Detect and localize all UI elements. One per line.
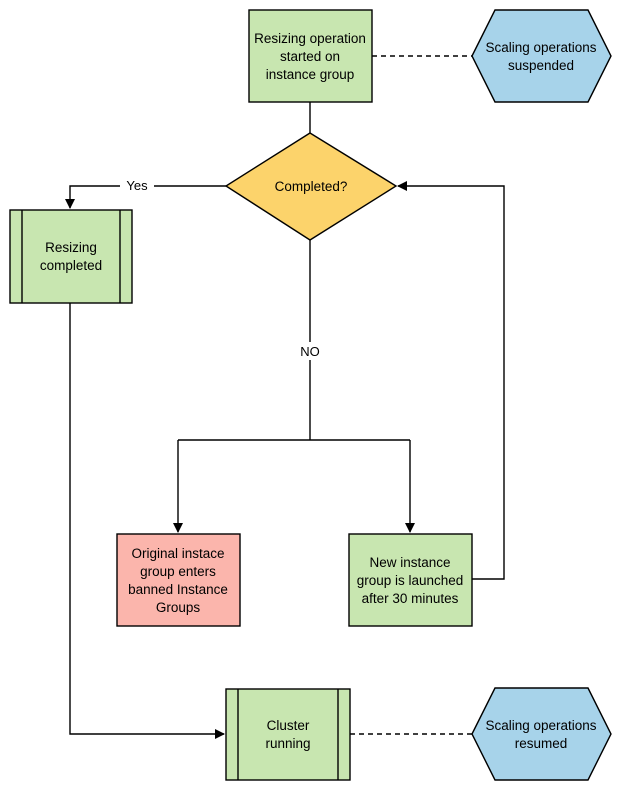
edge-label-no: NO (300, 344, 320, 359)
connectors (65, 55, 505, 739)
label-line: Cluster (267, 718, 310, 733)
label-line: completed (40, 258, 102, 273)
node-resizing-completed-label: Resizing completed (40, 240, 102, 273)
edge-yes-to-completed (65, 185, 226, 209)
label-line: banned Instance (128, 582, 228, 597)
node-scaling-resumed: Scaling operations resumed (471, 687, 612, 781)
label-line: Scaling operations (485, 40, 596, 55)
label-line: suspended (508, 58, 574, 73)
node-cluster-running: Cluster running (225, 688, 351, 781)
node-new-group-label: New instance group is launched after 30 mi… (357, 555, 464, 606)
label-line: Original instace (131, 546, 224, 561)
node-cluster-running-label: Cluster running (265, 718, 310, 751)
label-line: Resizing (45, 240, 97, 255)
node-scaling-suspended-label: Scaling operations suspended (485, 40, 596, 73)
label-line: resumed (515, 736, 568, 751)
node-scaling-suspended: Scaling operations suspended (471, 9, 612, 103)
label-line: Resizing operation (254, 31, 366, 46)
node-scaling-resumed-label: Scaling operations resumed (485, 718, 596, 751)
node-resizing-completed: Resizing completed (9, 209, 133, 304)
label-line: Groups (156, 600, 201, 615)
label-line: New instance (369, 555, 450, 570)
node-resize-started: Resizing operation started on instance gro… (248, 9, 373, 103)
label-line: running (265, 736, 310, 751)
edge-loop-back (397, 181, 505, 580)
label-line: Scaling operations (485, 718, 596, 733)
label-line: started on (280, 49, 340, 64)
node-resize-started-label: Resizing operation started on instance gro… (254, 31, 366, 82)
node-completed-decision: Completed? (224, 132, 398, 241)
label-line: after 30 minutes (362, 591, 459, 606)
edge-completed-to-cluster (69, 303, 225, 739)
edge-label-yes: Yes (126, 178, 148, 193)
node-original-group: Original instace group enters banned Insta… (116, 533, 241, 627)
label-line: group is launched (357, 573, 464, 588)
label-line: group enters (140, 564, 216, 579)
node-completed-decision-label: Completed? (275, 179, 348, 194)
node-original-group-label: Original instace group enters banned Insta… (128, 546, 228, 615)
node-new-group: New instance group is launched after 30 mi… (348, 533, 473, 627)
label-line: instance group (266, 67, 355, 82)
label-line: Completed? (275, 179, 348, 194)
